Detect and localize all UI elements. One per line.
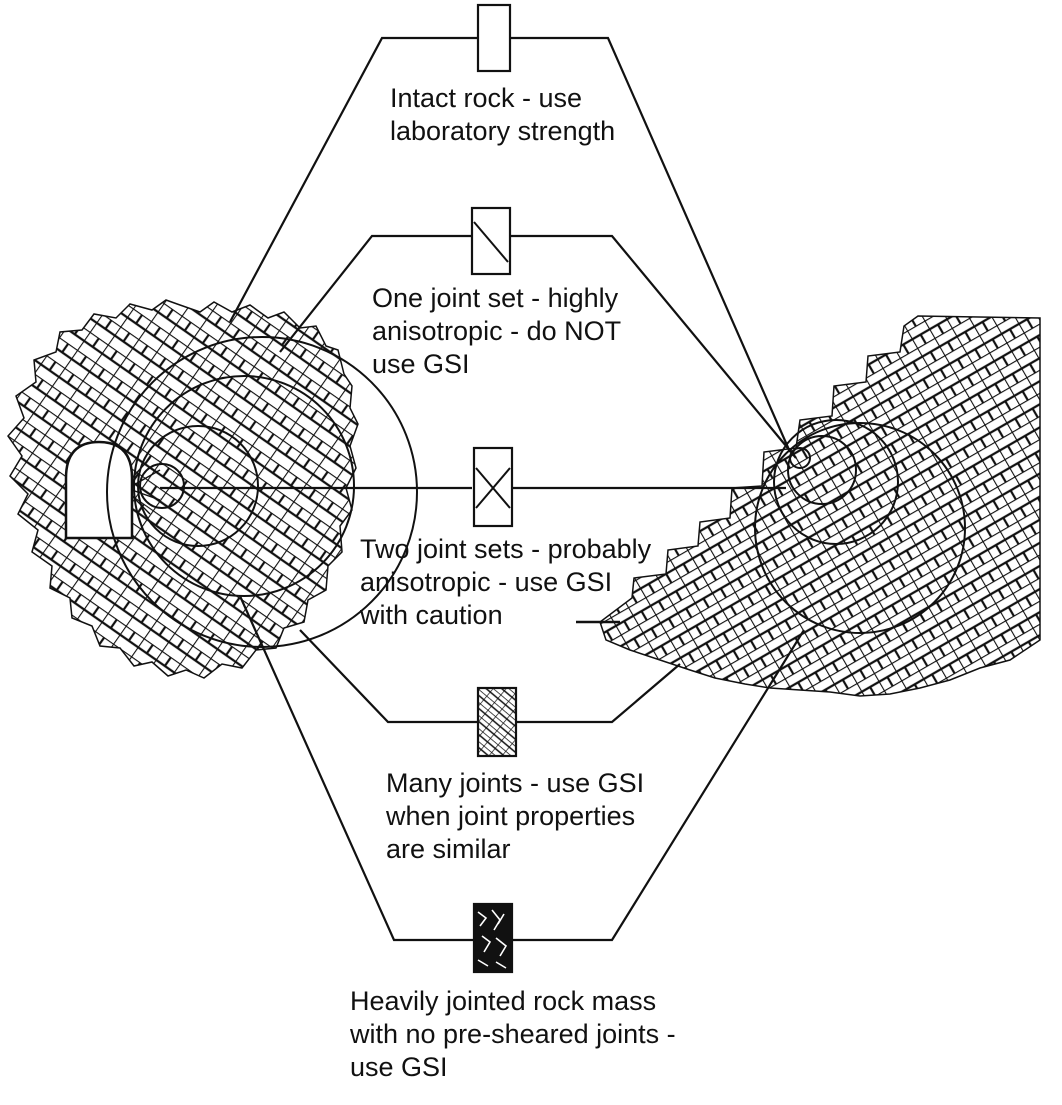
connector-many-joint bbox=[299, 629, 681, 724]
caption-line: Two joint sets - probably bbox=[360, 534, 652, 564]
sample-one-joint-line bbox=[473, 221, 509, 263]
caption-line: Heavily jointed rock mass bbox=[350, 986, 656, 1016]
sample-two-joint bbox=[472, 446, 514, 528]
sample-heavy-joint bbox=[472, 902, 514, 974]
scale-circle-medium bbox=[137, 425, 259, 547]
caption-line: Intact rock - use bbox=[390, 83, 582, 113]
caption-line: Many joints - use GSI bbox=[386, 768, 644, 798]
caption-line: when joint properties bbox=[385, 801, 635, 831]
caption-line: One joint set - highly bbox=[372, 283, 619, 313]
caption-line: anisotropic - do NOT bbox=[372, 316, 621, 346]
caption-line: use GSI bbox=[350, 1052, 448, 1082]
slope-scale-circle-outer bbox=[754, 422, 966, 634]
caption-line: anisotropic - use GSI bbox=[360, 567, 612, 597]
sample-intact bbox=[476, 3, 512, 73]
sample-many-joint bbox=[476, 686, 518, 758]
sample-one-joint bbox=[470, 206, 512, 276]
slope-rock-mass-fill bbox=[599, 315, 1041, 697]
connector-lines bbox=[160, 36, 805, 942]
caption-line: use GSI bbox=[372, 349, 470, 379]
connector-intact bbox=[229, 36, 792, 453]
tunnel-radial-lines bbox=[131, 457, 161, 515]
sample-two-joint-block bbox=[472, 446, 514, 528]
slope-scale-circle-large bbox=[773, 419, 899, 545]
caption-line: with caution bbox=[359, 600, 503, 630]
slope-rock-mass bbox=[576, 315, 1041, 697]
caption-line: laboratory strength bbox=[390, 116, 615, 146]
sample-many-joint-block bbox=[476, 686, 518, 758]
sample-heavy-joint-texture bbox=[477, 909, 508, 969]
caption-line: are similar bbox=[386, 834, 511, 864]
slope-scale-circle-medium bbox=[787, 435, 857, 505]
tunnel-opening bbox=[64, 440, 134, 540]
connector-heavy-joint bbox=[238, 595, 805, 942]
connector-one-joint bbox=[279, 234, 797, 459]
scale-circle-small bbox=[139, 463, 185, 509]
scale-circle-large bbox=[133, 375, 355, 597]
sample-two-joint-lines bbox=[475, 467, 511, 509]
sample-intact-block bbox=[476, 3, 512, 73]
caption-line: with no pre-sheared joints - bbox=[349, 1019, 676, 1049]
